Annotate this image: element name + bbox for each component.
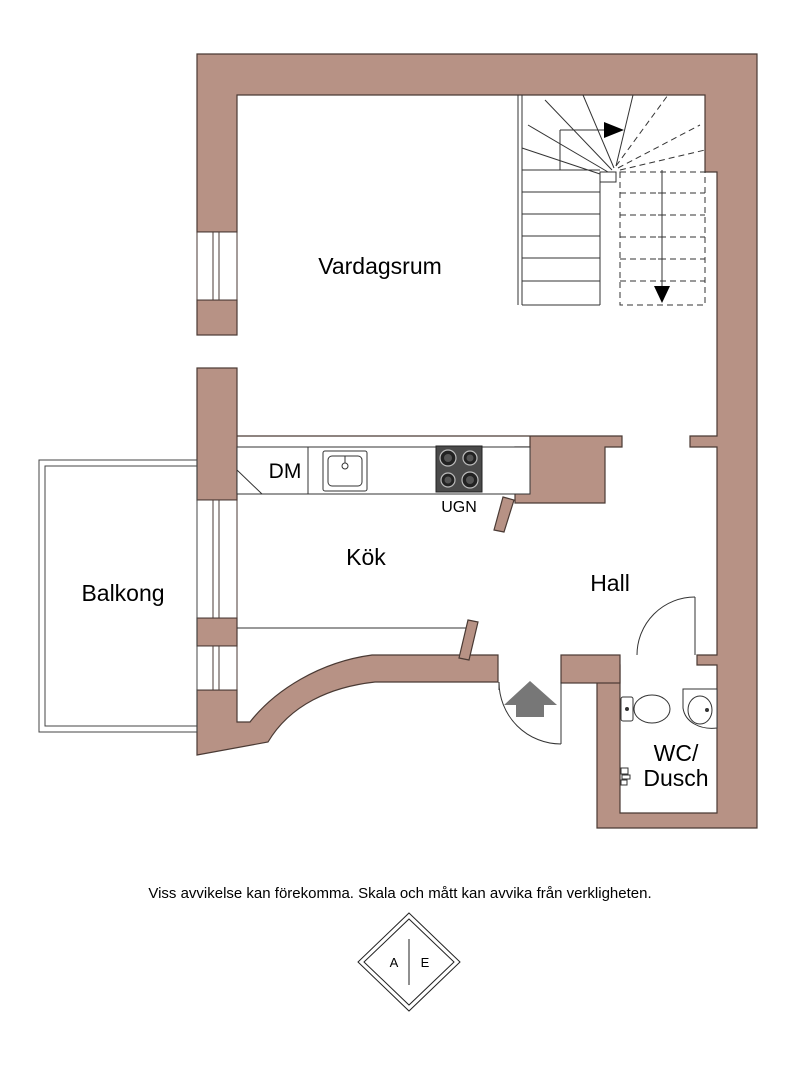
room-label-balcony: Balkong [81, 580, 164, 606]
disclaimer-text: Viss avvikelse kan förekomma. Skala och … [148, 885, 652, 902]
logo-letter-left: A [390, 955, 399, 970]
stair-arrow-down-icon [654, 286, 670, 303]
sink-icon [322, 450, 368, 492]
doors [498, 596, 696, 745]
window-kitchen [196, 499, 238, 619]
window-living [196, 231, 238, 301]
walls [196, 53, 758, 829]
curved-south-wall [196, 654, 499, 756]
left-wall-upper [196, 299, 238, 336]
window-kitchen-lower [196, 645, 238, 691]
wc-door-swing [636, 596, 696, 656]
logo-letter-right: E [421, 955, 430, 970]
room-label-wc-line1: WC/ [654, 740, 699, 766]
stair-arrow-right-icon [604, 122, 624, 138]
staircase [517, 94, 634, 306]
room-label-wc-line2: Dusch [643, 765, 708, 791]
wall-entrance-right [560, 654, 621, 684]
angled-wall-stub [493, 496, 515, 533]
label-dishwasher: DM [269, 460, 302, 483]
washbasin-icon [682, 688, 718, 729]
toilet-icon [620, 694, 671, 724]
entrance-arrow-icon [504, 681, 557, 717]
room-label-kitchen: Kök [346, 544, 386, 570]
left-wall-middle [196, 367, 238, 501]
outer-wall-top-right [196, 53, 758, 829]
shower-icon [620, 767, 631, 786]
logo [357, 912, 461, 1012]
staircase-upper-dashed [615, 94, 706, 306]
windows [196, 231, 238, 691]
left-wall-lower [196, 617, 238, 647]
angled-wall-stub-2 [458, 619, 479, 661]
room-label-hall: Hall [590, 570, 630, 596]
room-label-living: Vardagsrum [318, 253, 442, 279]
label-oven: UGN [441, 499, 477, 516]
stove-icon [435, 445, 483, 493]
balcony [38, 459, 198, 733]
entrance-door-swing [498, 681, 562, 745]
stair-center-line [602, 129, 666, 288]
